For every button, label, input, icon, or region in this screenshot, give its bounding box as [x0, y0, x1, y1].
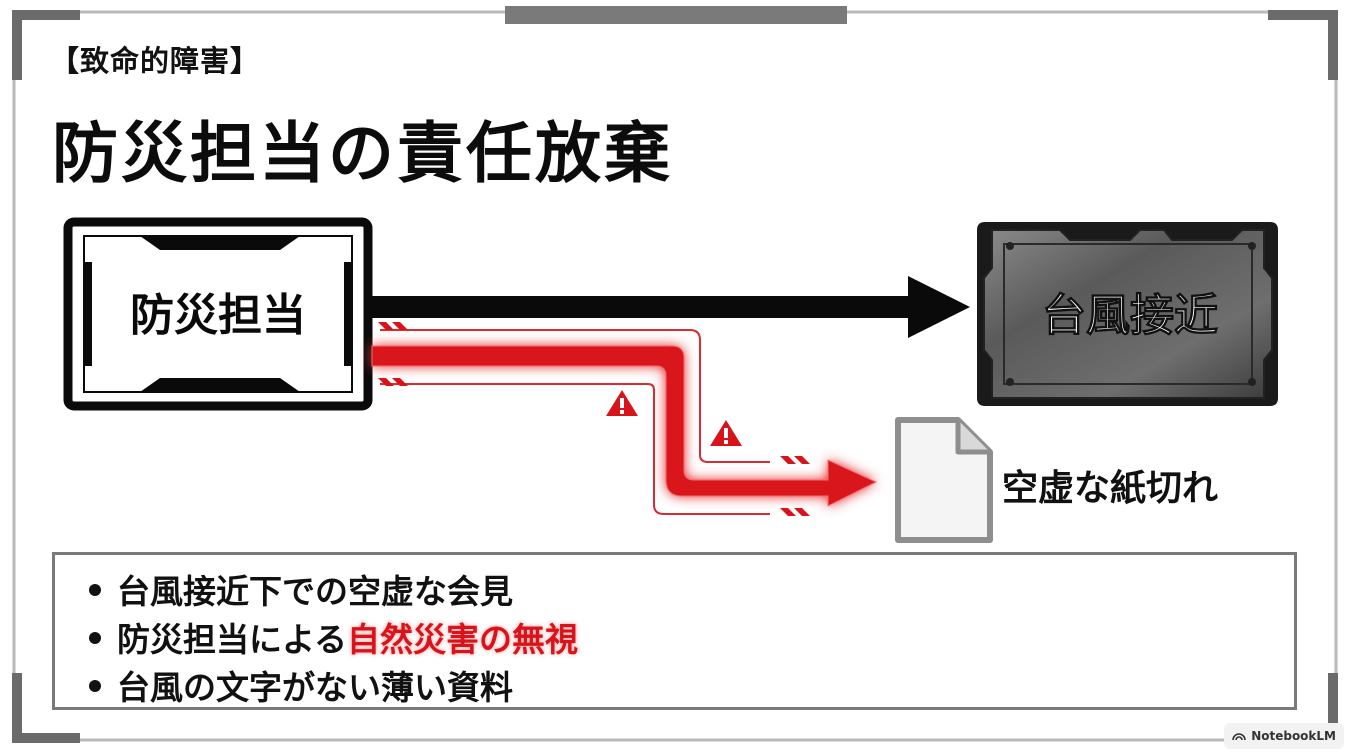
- warning-icon: [710, 420, 742, 446]
- deflected-arrow-guides: [380, 329, 770, 515]
- target-label: 台風接近: [1042, 290, 1218, 341]
- document-icon: [895, 417, 993, 543]
- source-label: 防災担当: [130, 290, 306, 341]
- direct-arrow: [370, 276, 970, 338]
- document-label: 空虚な紙切れ: [1002, 468, 1218, 509]
- deflected-arrow: [371, 345, 878, 507]
- chevron-marks: [378, 322, 810, 516]
- warning-icon: [606, 390, 638, 416]
- target-plate: [977, 222, 1278, 406]
- source-box: [63, 217, 373, 411]
